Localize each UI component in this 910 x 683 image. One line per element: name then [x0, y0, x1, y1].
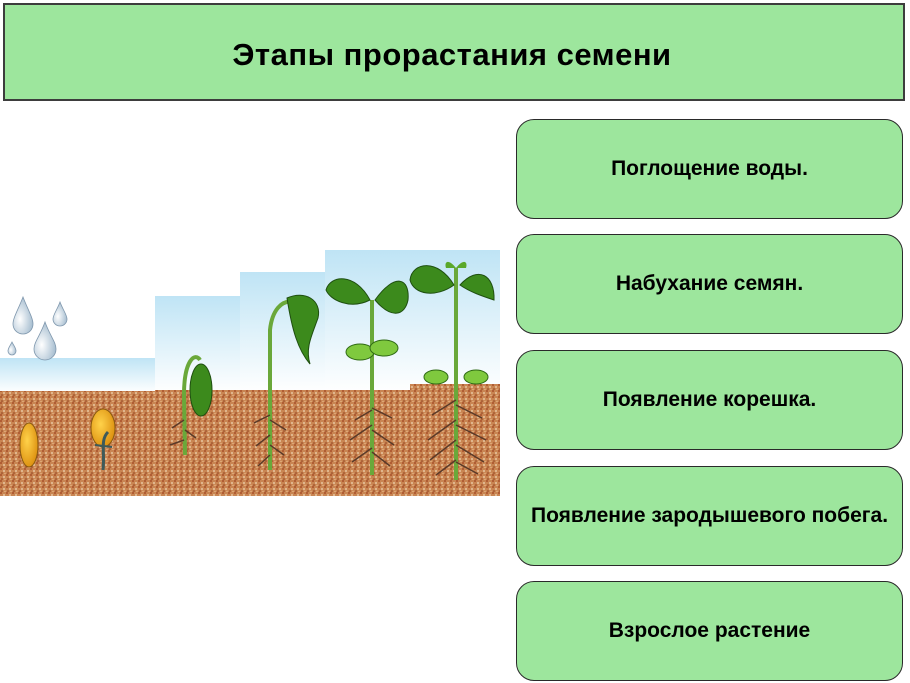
stage-box-water-absorption[interactable]: Поглощение воды. — [516, 119, 903, 219]
water-drop-icon — [7, 295, 68, 361]
seed — [19, 422, 39, 468]
stage-label: Взрослое растение — [608, 618, 811, 642]
stage-label: Появление зародышевого побега. — [530, 503, 889, 527]
stage-label: Набухание семян. — [615, 271, 804, 295]
germination-illustration — [0, 250, 500, 496]
page-title: Этапы прорастания семени — [232, 37, 672, 72]
stage-box-shoot-emergence[interactable]: Появление зародышевого побега. — [516, 466, 903, 566]
stage-label: Появление корешка. — [602, 387, 817, 411]
stage-box-adult-plant[interactable]: Взрослое растение — [516, 581, 903, 681]
stage-label: Поглощение воды. — [611, 156, 808, 180]
title-banner: Этапы прорастания семени — [3, 3, 905, 101]
stage-box-swelling[interactable]: Набухание семян. — [516, 234, 903, 334]
stage-box-root-emergence[interactable]: Появление корешка. — [516, 350, 903, 450]
